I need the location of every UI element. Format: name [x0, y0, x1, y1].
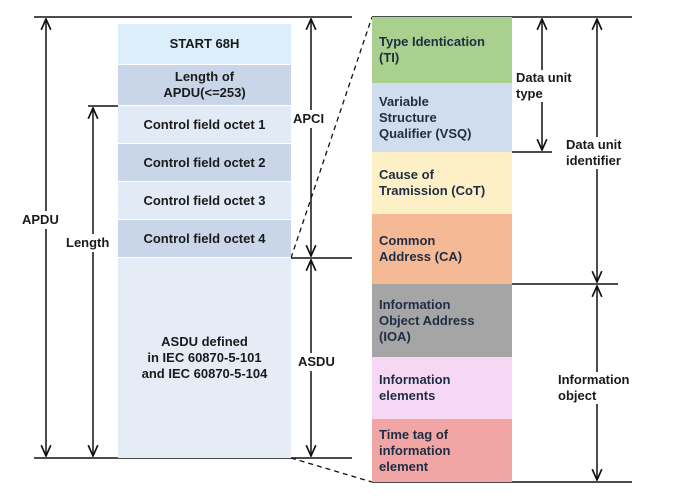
label-asdu: ASDU: [297, 353, 336, 371]
field-type-identification: Type Identication (TI): [372, 17, 512, 83]
dash-bottom-connector: [290, 457, 373, 483]
label-data-unit-identifier: Data unit identifier: [566, 137, 622, 169]
field-control-octet-3: Control field octet 3: [118, 182, 291, 220]
field-information-elements: Information elements: [372, 357, 512, 419]
field-vsq: Variable Structure Qualifier (VSQ): [372, 83, 512, 152]
field-control-octet-4: Control field octet 4: [118, 220, 291, 258]
field-control-octet-2: Control field octet 2: [118, 144, 291, 182]
field-common-address: Common Address (CA): [372, 214, 512, 284]
field-cot: Cause of Tramission (CoT): [372, 152, 512, 214]
field-ioa: Information Object Address (IOA): [372, 284, 512, 357]
field-time-tag: Time tag of information element: [372, 419, 512, 482]
field-asdu: ASDU defined in IEC 60870-5-101 and IEC …: [118, 258, 291, 458]
label-apdu: APDU: [22, 211, 59, 229]
field-start: START 68H: [118, 24, 291, 65]
dash-top-connector: [290, 16, 373, 259]
field-control-octet-1: Control field octet 1: [118, 106, 291, 144]
label-data-unit-type: Data unit type: [516, 70, 572, 102]
field-length-of-apdu: Length of APDU(<=253): [118, 65, 291, 106]
label-apci: APCI: [292, 110, 326, 128]
label-length: Length: [66, 234, 110, 252]
label-information-object: Information object: [558, 372, 630, 404]
